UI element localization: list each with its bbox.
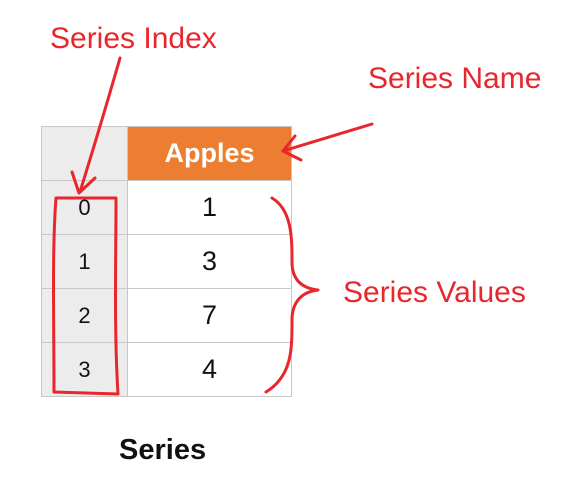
name-arrow <box>281 122 374 153</box>
index-corner-cell <box>41 126 128 181</box>
value-cell: 1 <box>127 180 292 235</box>
index-cell: 2 <box>41 288 128 343</box>
table-row: 2 7 <box>41 288 292 343</box>
value-cell: 3 <box>127 234 292 289</box>
series-table: Apples 0 1 1 3 2 7 3 4 <box>41 126 292 397</box>
series-name-header: Apples <box>127 126 292 181</box>
table-row: 0 1 <box>41 180 292 235</box>
diagram-caption: Series <box>119 434 207 466</box>
index-cell: 1 <box>41 234 128 289</box>
index-cell: 0 <box>41 180 128 235</box>
table-row: 1 3 <box>41 234 292 289</box>
series-name-label: Series Name <box>368 62 542 95</box>
series-values-label: Series Values <box>343 276 526 309</box>
table-header-row: Apples <box>41 126 292 181</box>
value-cell: 4 <box>127 342 292 397</box>
series-index-label: Series Index <box>50 22 217 55</box>
table-row: 3 4 <box>41 342 292 397</box>
index-cell: 3 <box>41 342 128 397</box>
value-cell: 7 <box>127 288 292 343</box>
